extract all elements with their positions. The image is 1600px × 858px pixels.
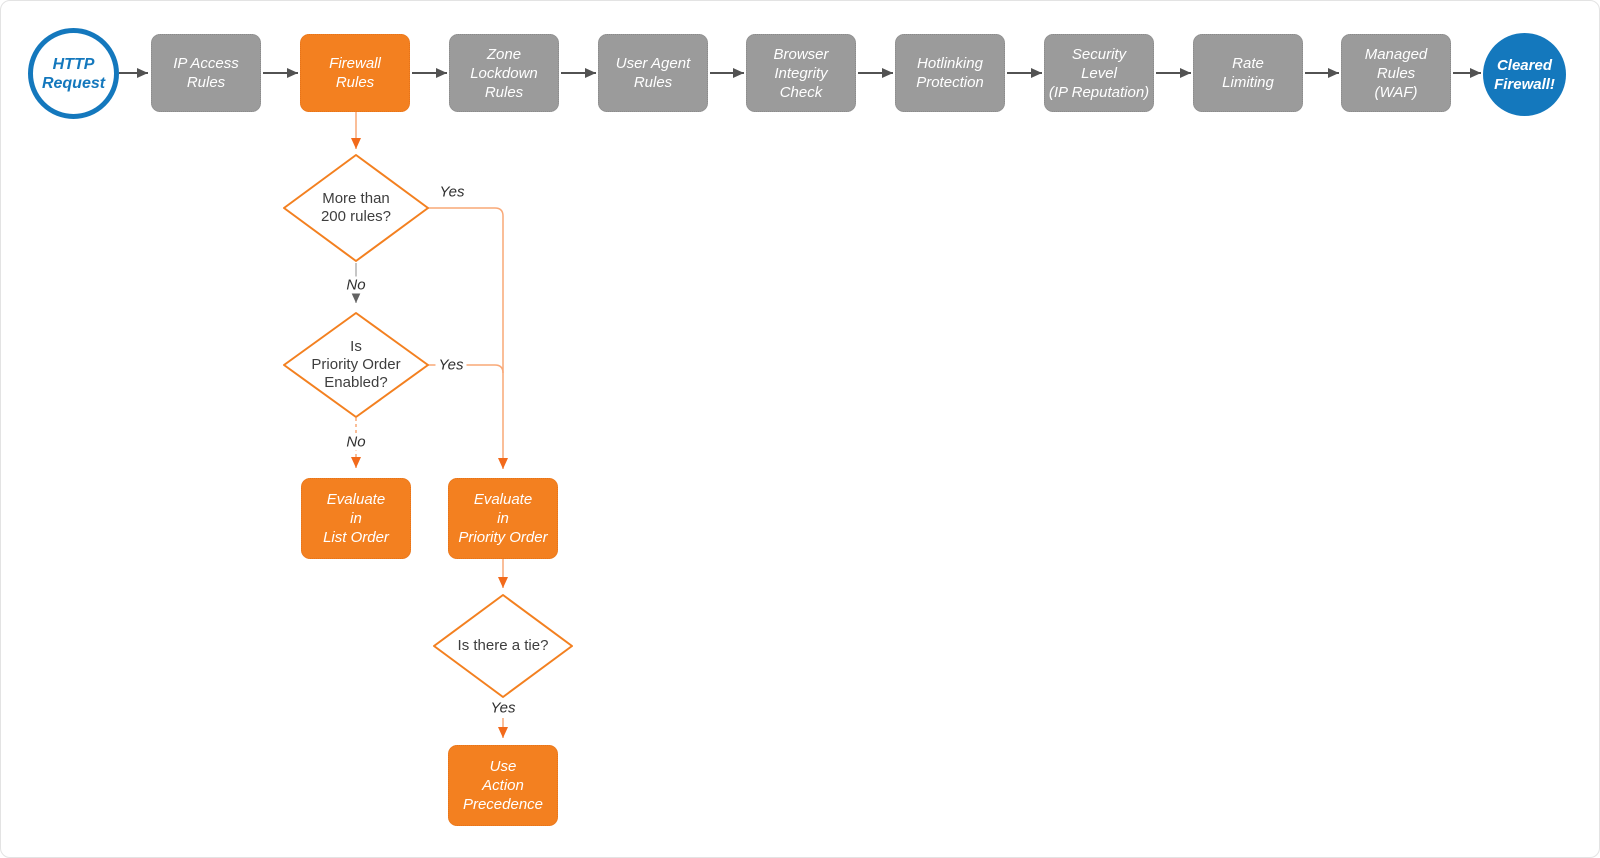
edge-label-no-2: No <box>343 433 369 451</box>
node-ip-access-rules: IP Access Rules <box>151 34 261 112</box>
decision-priority-enabled-label: Is Priority Order Enabled? <box>311 338 401 391</box>
shape-decision-is-there-a-tie <box>433 594 573 698</box>
node-browser-integrity-check: Browser Integrity Check <box>746 34 856 112</box>
edge-label-yes-3: Yes <box>487 699 519 717</box>
shape-decision-200-rules <box>283 154 429 262</box>
node-zone-lockdown-rules: Zone Lockdown Rules <box>449 34 559 112</box>
shape-decision-priority-enabled <box>283 312 429 418</box>
node-evaluate-in-list-order: Evaluate in List Order <box>301 478 411 559</box>
end-node-cleared-firewall: Cleared Firewall! <box>1483 33 1566 116</box>
node-use-action-precedence: Use Action Precedence <box>448 745 558 826</box>
node-evaluate-in-priority-order: Evaluate in Priority Order <box>448 478 558 559</box>
start-node-http-request: HTTP Request <box>28 28 119 119</box>
edge-label-yes-1: Yes <box>436 183 468 201</box>
edge-label-no-1: No <box>343 276 369 294</box>
node-managed-rules-waf: Managed Rules (WAF) <box>1341 34 1451 112</box>
decision-200-rules-label: More than 200 rules? <box>320 190 392 225</box>
connector-yes-priority-enabled-merge <box>428 364 504 374</box>
node-user-agent-rules: User Agent Rules <box>598 34 708 112</box>
node-security-level-ip-reputation: Security Level (IP Reputation) <box>1044 34 1154 112</box>
connector-yes-200-rules-to-priority-order <box>428 207 508 469</box>
node-firewall-rules: Firewall Rules <box>300 34 410 112</box>
decision-is-there-a-tie-label: Is there a tie? <box>457 637 549 654</box>
edge-label-yes-2: Yes <box>435 356 467 374</box>
node-hotlinking-protection: Hotlinking Protection <box>895 34 1005 112</box>
node-rate-limiting: Rate Limiting <box>1193 34 1303 112</box>
